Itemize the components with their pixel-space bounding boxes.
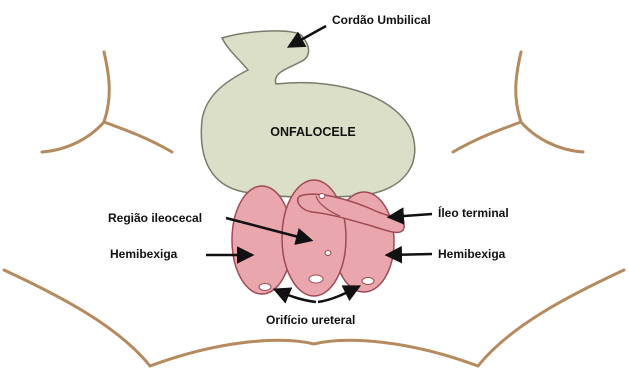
ureteral-orifice-left: [259, 284, 271, 291]
ureteral-orifice-middle: [309, 275, 323, 283]
label-hemibladder-right: Hemibexiga: [438, 247, 506, 261]
label-terminal-ileum: Íleo terminal: [438, 205, 509, 220]
right-shoulder-line: [453, 122, 583, 152]
lower-abdomen-line: [150, 340, 478, 366]
right-chest-line: [516, 52, 521, 122]
label-umbilical-cord: Cordão Umbilical: [332, 13, 431, 27]
omphalocele-sac: [201, 31, 414, 197]
label-ileocecal-region: Região ileocecal: [108, 211, 202, 225]
arrow-ileum: [390, 214, 432, 217]
label-hemibladder-left: Hemibexiga: [110, 247, 178, 261]
ileal-opening: [319, 194, 325, 199]
ureteral-orifice-right: [362, 278, 374, 285]
left-shoulder-line: [42, 122, 172, 152]
label-ureteral-orifice: Orifício ureteral: [266, 313, 355, 327]
label-omphalocele: ONFALOCELE: [270, 125, 355, 139]
arrow-hemibladder-right: [388, 254, 432, 255]
right-leg-line: [478, 270, 624, 366]
left-leg-line: [4, 270, 150, 366]
exstrophy-plate: [232, 180, 404, 296]
left-chest-line: [104, 52, 109, 122]
appendiceal-opening: [325, 251, 331, 256]
